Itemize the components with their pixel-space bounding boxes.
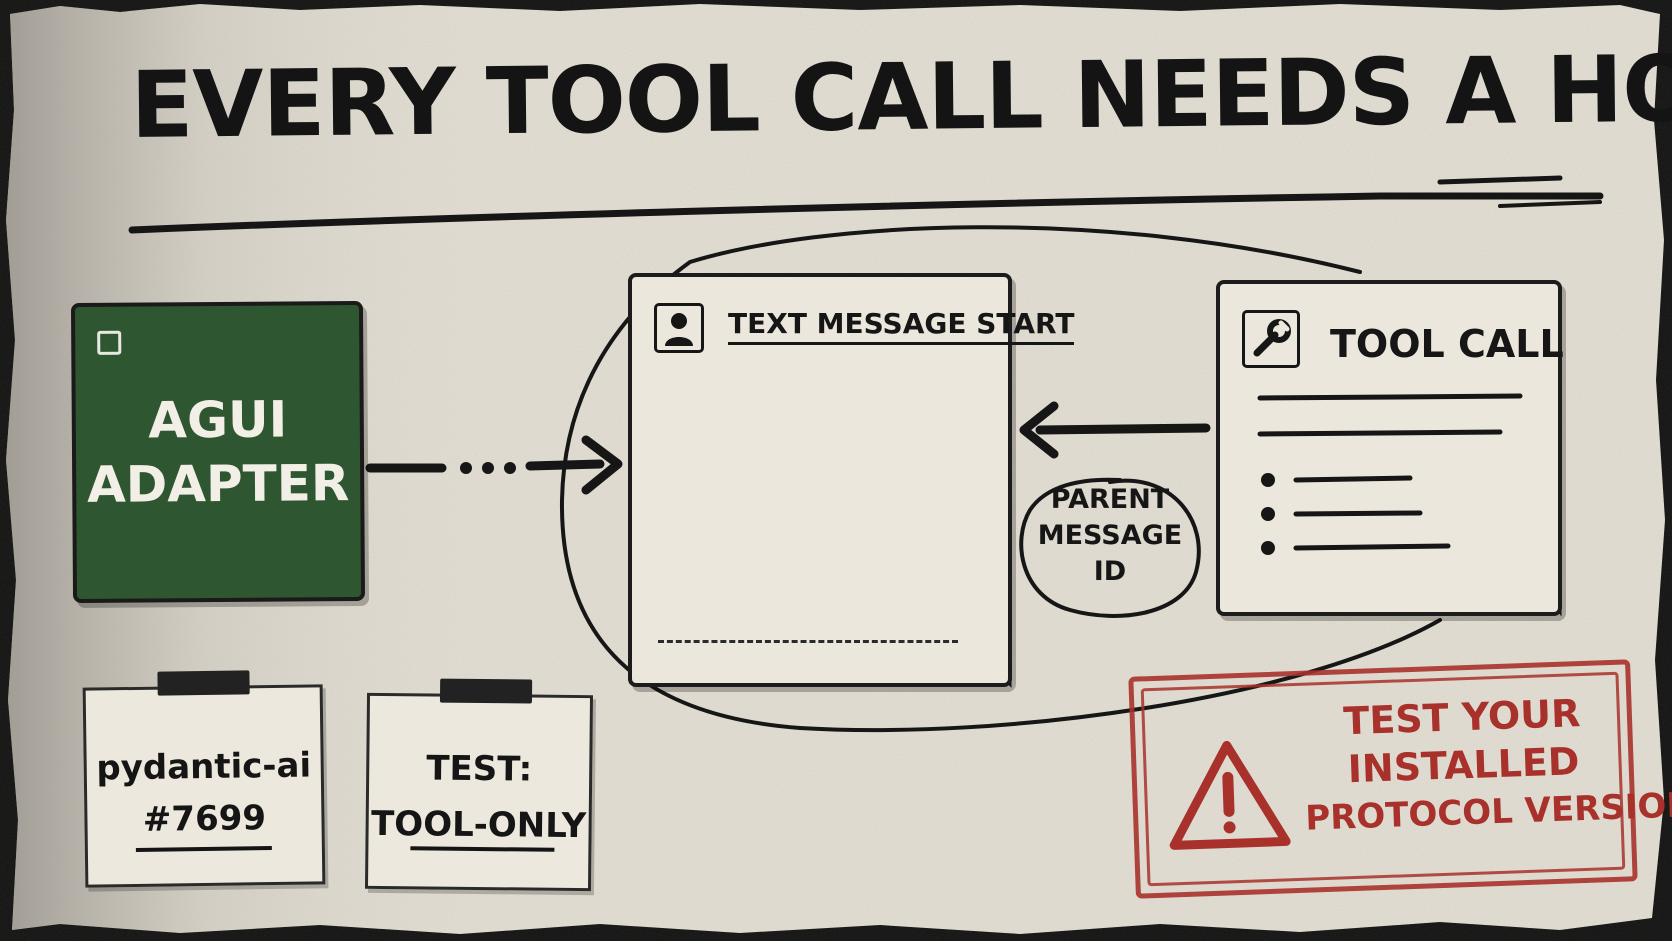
adapter-label-line1: AGUI — [148, 390, 288, 450]
title-underline — [1498, 200, 1602, 208]
note-pr-line1: pydantic-ai — [96, 745, 312, 789]
note-test-line1: TEST: — [426, 748, 533, 790]
parent-message-id-label: PARENT MESSAGE ID — [1025, 472, 1195, 618]
agui-adapter-card: AGUI ADAPTER — [70, 300, 366, 604]
arrow-icon — [365, 435, 623, 495]
person-icon — [654, 303, 704, 353]
arrow-icon — [1019, 401, 1211, 459]
card-dashed-line — [658, 640, 958, 643]
tool-call-title: TOOL CALL — [1330, 322, 1564, 366]
warning-icon — [1169, 740, 1291, 850]
title-underline — [1437, 175, 1563, 185]
tool-call-content-lines — [1257, 393, 1523, 555]
wrench-icon — [1242, 310, 1300, 368]
link-label-line2: MESSAGE — [1037, 520, 1183, 551]
link-label-line1: PARENT — [1050, 484, 1170, 515]
text-message-start-card: TEXT MESSAGE START — [628, 273, 1075, 687]
link-label-line3: ID — [1093, 556, 1127, 587]
checkbox-icon — [97, 330, 122, 355]
link-label-circle — [1019, 477, 1201, 618]
adapter-label-line2: ADAPTER — [86, 454, 350, 514]
note-test-line2: TOOL-ONLY — [370, 803, 587, 847]
note-underline — [135, 846, 272, 852]
page-title: EVERY TOOL CALL NEEDS A HOME — [130, 34, 1672, 159]
enclosing-loop — [559, 225, 1442, 733]
adapter-label: AGUI ADAPTER — [76, 387, 361, 517]
title-underline — [128, 192, 1604, 234]
tool-call-card: TOOL CALL — [1216, 280, 1564, 616]
warning-stamp: TEST YOUR INSTALLED PROTOCOL VERSION — [1128, 659, 1672, 899]
note-test: TEST: TOOL-ONLY — [364, 678, 594, 892]
tape — [157, 670, 250, 696]
note-pull-request: pydantic-ai #7699 — [82, 670, 326, 888]
tape — [439, 678, 533, 704]
text-message-start-title: TEXT MESSAGE START — [728, 307, 1075, 345]
note-pr-line2: #7699 — [142, 798, 267, 840]
